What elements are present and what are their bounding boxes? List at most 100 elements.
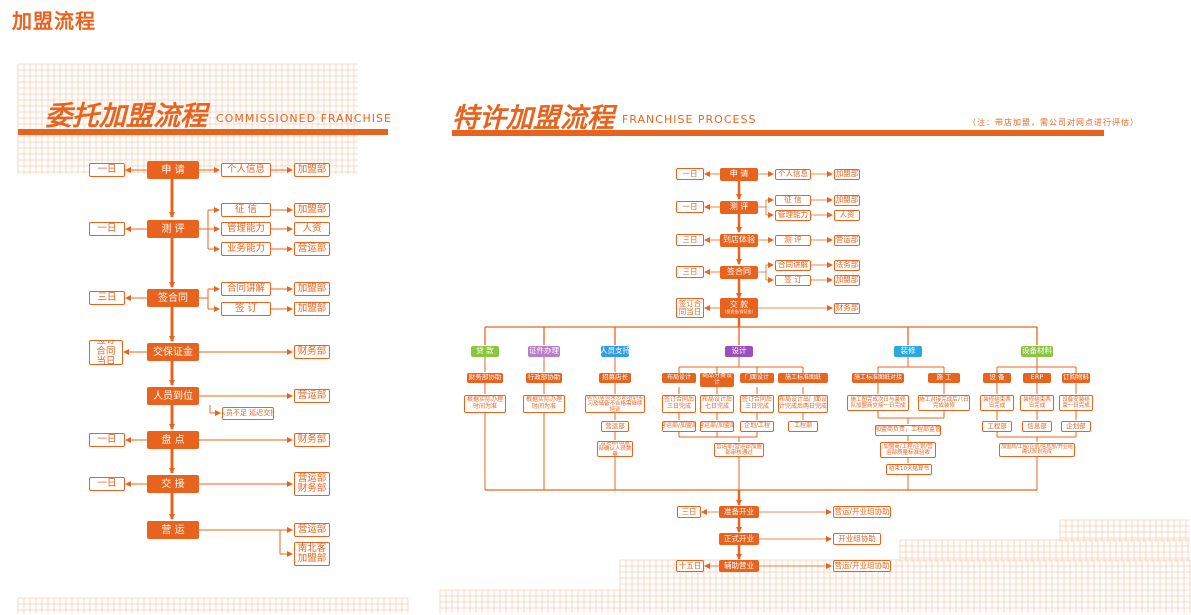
left-period-box: 一日	[89, 222, 125, 236]
left-period-box: 一日	[89, 477, 125, 491]
right-owner-box: 营运部	[834, 234, 860, 246]
right-period-box: 一日	[676, 201, 704, 213]
right-equip-owner: 工程部	[982, 421, 1012, 432]
left-step-box: 人员到位	[147, 387, 199, 405]
left-owner-box: 加盟部	[294, 203, 330, 217]
right-final-owner-box: 开业组协助	[833, 533, 881, 545]
right-final-owner-box: 营运/开业组协助	[833, 506, 891, 518]
left-step-box: 签合同	[147, 289, 199, 307]
right-step-box: 测 评	[720, 200, 758, 214]
left-step-box: 交 接	[147, 475, 199, 493]
grid-pattern-right-bottom	[1059, 519, 1190, 542]
right-equip-merge: 加盟商/工程/企划/信息部/开业组确认规划完成	[999, 443, 1075, 457]
right-owner-box: 人资	[834, 209, 860, 221]
left-title: 委托加盟流程	[45, 101, 207, 132]
left-step-box: 测 评	[147, 220, 199, 238]
right-deco-head: 施工标准图纸对接	[852, 373, 904, 383]
right-design-owner: 营运部/加盟部	[662, 421, 696, 432]
left-subtitle: COMMISSIONED FRANCHISE	[216, 112, 392, 125]
right-design-head: 布局设计	[662, 373, 696, 383]
left-note-box: 人员不足 延迟交接	[222, 407, 274, 420]
right-design-merge: 营运部/营运部加盟部审核通过	[714, 443, 764, 457]
left-step-box: 交保证金	[147, 343, 199, 361]
right-step-box: 到店体验	[720, 233, 758, 247]
right-category-box: 人员支持	[601, 346, 629, 357]
right-item-box: 测 评	[775, 234, 811, 246]
right-item-box: 征 信	[775, 194, 811, 206]
grid-pattern-left-top	[17, 63, 358, 174]
right-license-time: 根据实际办理时间为准	[523, 395, 565, 413]
right-design-owner: 企划/工程	[740, 421, 774, 432]
right-final-period-box: 十五日	[676, 560, 704, 572]
right-equip-time: 装修结束两日完成	[1020, 395, 1054, 411]
right-design-head: 门面设计	[740, 373, 774, 383]
left-item-box: 合同讲解	[221, 282, 271, 296]
grid-pattern-right-bottom	[619, 559, 1191, 613]
page-title: 加盟流程	[12, 9, 96, 33]
right-design-head: 商品分类设计	[700, 373, 734, 387]
left-owner-box: 南北客 加盟部	[294, 542, 330, 566]
right-period-box: 三日	[676, 266, 704, 278]
right-final-step-box: 准备开业	[719, 506, 759, 518]
right-staff-head: 招募店长	[599, 373, 631, 383]
right-item-box: 管理能力	[775, 209, 811, 221]
right-design-owner: 营运部/加盟部	[700, 421, 734, 432]
right-design-head: 施工标准图纸	[778, 373, 828, 383]
right-deco-owner: 加盟商负责，工程部监督	[875, 425, 941, 436]
header-underline	[18, 129, 388, 135]
left-owner-box: 加盟部	[294, 282, 330, 296]
left-owner-box: 加盟部	[294, 302, 330, 316]
right-owner-box: 加盟部	[834, 194, 860, 206]
right-period-box: 一日	[676, 168, 704, 180]
header-underline	[452, 130, 1104, 136]
grid-pattern-right-bottom	[899, 539, 1190, 562]
left-step-box: 营 运	[147, 521, 199, 539]
right-equip-owner: 企划部	[1061, 421, 1091, 432]
right-step-box: 交 款（投资金/保证金）	[720, 298, 758, 318]
right-final-step-box: 正式开业	[719, 533, 759, 545]
right-owner-box: 加盟部	[834, 274, 860, 286]
left-owner-box: 财务部	[294, 433, 330, 447]
right-equip-head: ERP	[1023, 373, 1051, 383]
left-item-box: 签 订	[221, 302, 271, 316]
right-staff-owner: 营运部	[601, 421, 629, 432]
right-design-time: 布局设计出门面设计完成后两日完成	[778, 395, 828, 413]
left-owner-box: 财务部	[294, 345, 330, 359]
grid-pattern-right-bottom	[439, 589, 621, 613]
right-equip-owner: 信息部	[1022, 421, 1052, 432]
left-item-box: 业务能力	[221, 242, 271, 256]
left-period-box: 一日	[89, 433, 125, 447]
left-item-box: 个人信息	[221, 163, 271, 177]
left-step-box: 盘 点	[147, 431, 199, 449]
grid-pattern-left-bottom	[17, 597, 409, 613]
right-final-owner-box: 营运/开业组协助	[833, 560, 891, 572]
right-item-box: 合同讲解	[775, 259, 811, 271]
right-staff-confirm: 营运部/加盟部确认人员数量	[597, 441, 633, 457]
right-period-box: 签订合同当日	[676, 298, 704, 318]
right-owner-box: 加盟部	[834, 168, 860, 180]
right-deco-time: 施工对接完成后八日完成装修	[918, 395, 970, 411]
right-design-owner: 工程部	[788, 421, 818, 432]
right-note: （注：带店加盟，需公司对网点进行评估）	[968, 118, 1139, 127]
right-staff-time: 店长/店员来总部培训实习及储备不合格需继续培训	[585, 395, 645, 413]
left-owner-box: 加盟部	[294, 163, 330, 177]
right-equip-time: 装修结束两日完成	[980, 395, 1014, 411]
right-period-box: 三日	[676, 234, 704, 246]
right-step-box: 签合同	[720, 265, 758, 279]
right-step-box: 申 请	[720, 167, 758, 181]
left-owner-box: 营运部	[294, 242, 330, 256]
right-step-label: 交 款	[729, 300, 749, 310]
left-period-box: 一日	[89, 163, 125, 177]
left-owner-box: 营运部 财务部	[294, 472, 330, 496]
right-item-box: 个人信息	[775, 168, 811, 180]
right-owner-box: 财务部	[834, 302, 860, 314]
left-period-box: 签订合同当日	[89, 339, 123, 365]
right-deco-owner: 加盟商/工程/企划/营运部质量标准验收	[880, 442, 936, 458]
right-equip-time: 设备安装结束一日完成	[1059, 395, 1093, 411]
right-equip-head: 订购物料	[1062, 373, 1090, 383]
right-design-time: 布局设计后七日完成	[700, 395, 734, 413]
right-final-period-box: 三日	[677, 506, 701, 518]
right-category-box: 装修	[894, 346, 922, 357]
right-loan-time: 根据实际办理时间为准	[464, 395, 506, 413]
